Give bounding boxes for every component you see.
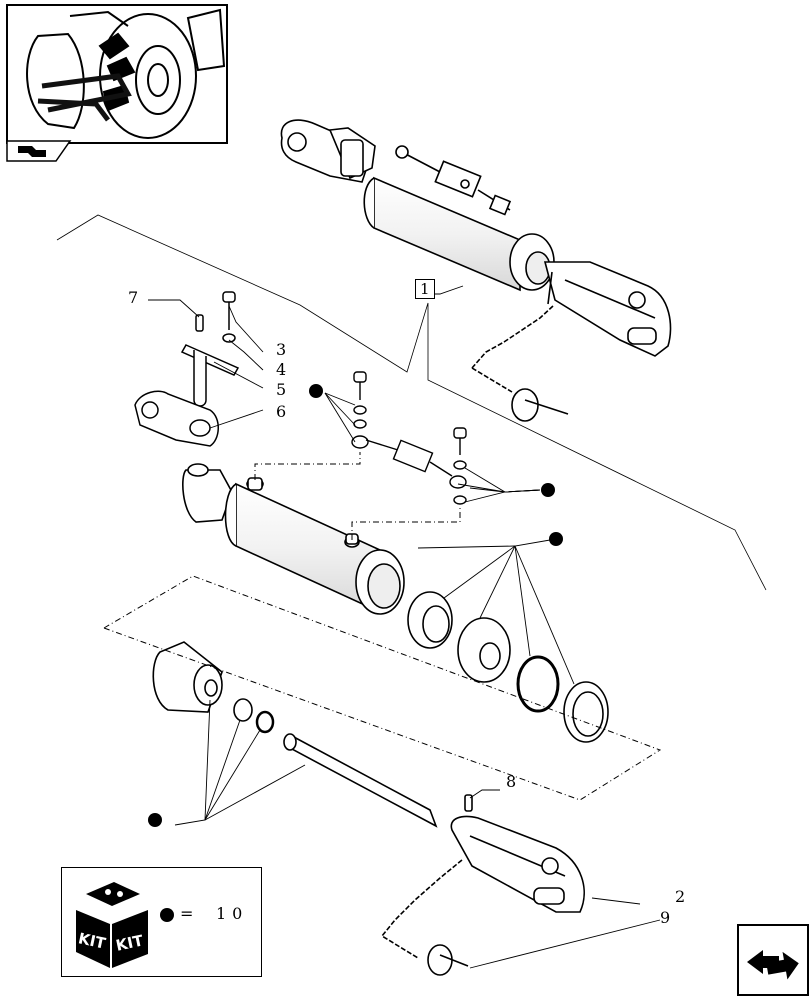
kit-legend-equals: =	[180, 904, 194, 923]
kit-dot	[541, 483, 555, 497]
plane-lines	[56, 214, 767, 591]
upper-pin-parts	[134, 291, 240, 447]
kit-dot	[148, 813, 162, 827]
callout-8: 8	[506, 772, 517, 791]
kit-badge-left: KIT	[77, 929, 108, 952]
kit-badge-right: KIT	[114, 931, 145, 954]
callout-1: 1	[415, 279, 435, 299]
kit-legend: KIT KIT = 10	[61, 867, 262, 977]
callout-2: 2	[675, 887, 686, 906]
callout-7: 7	[128, 288, 139, 307]
next-page-button[interactable]	[737, 924, 809, 996]
seals-and-pistons	[152, 591, 609, 828]
page-tab[interactable]	[6, 140, 72, 162]
callout-3: 3	[276, 340, 287, 359]
overview-thumbnail[interactable]	[6, 4, 228, 144]
kit-marker-dots	[148, 384, 563, 827]
callout-4: 4	[276, 360, 287, 379]
callout-6: 6	[276, 402, 287, 421]
pipe-fitting-parts	[351, 371, 467, 505]
callout-5: 5	[276, 380, 287, 399]
leader-lines	[148, 285, 661, 969]
navigate-arrow-icon	[747, 950, 799, 980]
cylinder-barrel	[182, 463, 405, 615]
part-arrow-icon	[6, 140, 72, 162]
assembled-lift-cylinder	[280, 119, 672, 422]
tractor-rear-wheel-icon	[26, 8, 226, 139]
callout-9: 9	[660, 908, 671, 927]
dashed-connectors	[103, 452, 662, 801]
kit-legend-dot	[160, 908, 174, 922]
kit-dot	[549, 532, 563, 546]
lower-clevis-parts	[380, 794, 585, 976]
kit-legend-number: 10	[216, 904, 249, 923]
kit-dot	[309, 384, 323, 398]
kit-box-icon: KIT KIT	[76, 882, 148, 968]
